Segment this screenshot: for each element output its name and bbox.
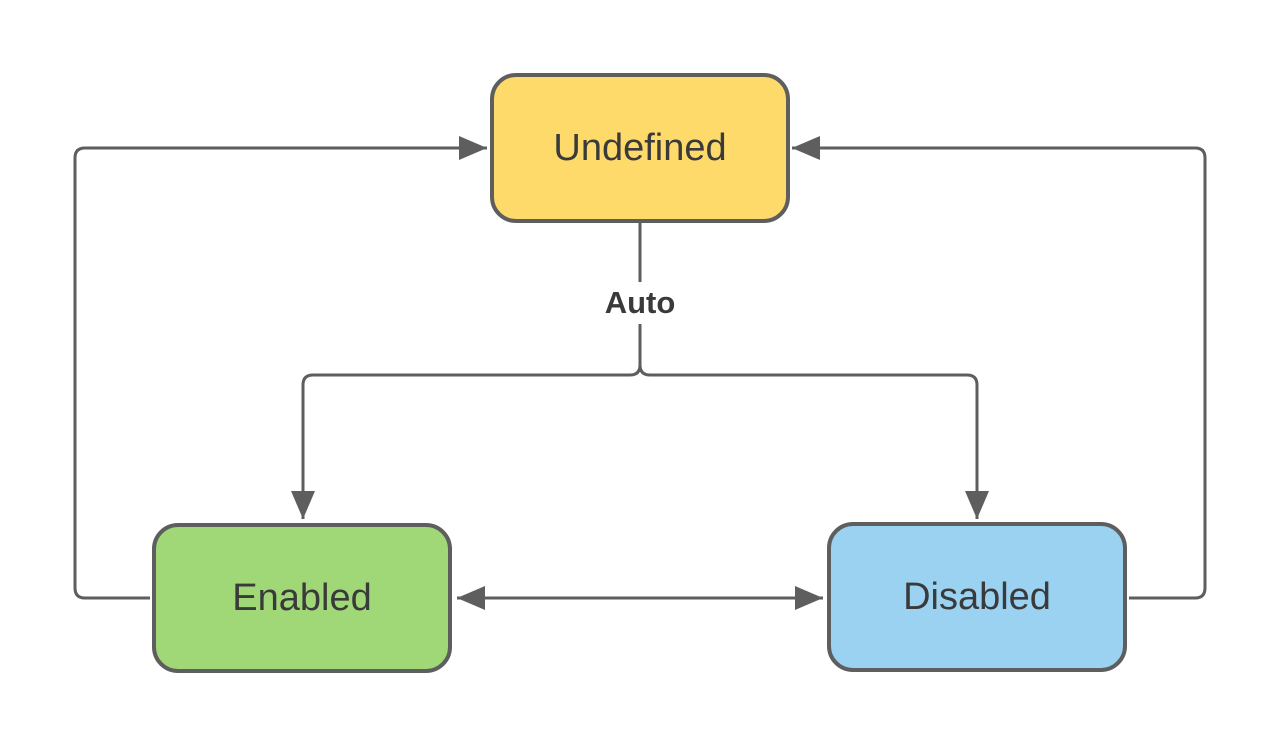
state-node-disabled: Disabled (827, 522, 1127, 672)
state-node-undefined: Undefined (490, 73, 790, 223)
edge-enabled-to-undefined (73, 136, 487, 600)
edge-label-auto: Auto (595, 282, 685, 324)
edge-disabled-to-undefined (792, 136, 1207, 600)
state-label-disabled: Disabled (903, 575, 1051, 618)
state-label-enabled: Enabled (232, 576, 372, 619)
edge-undefined-to-disabled (638, 222, 989, 519)
state-label-undefined: Undefined (553, 126, 727, 169)
edge-undefined-to-enabled (291, 222, 642, 519)
state-node-enabled: Enabled (152, 523, 452, 673)
